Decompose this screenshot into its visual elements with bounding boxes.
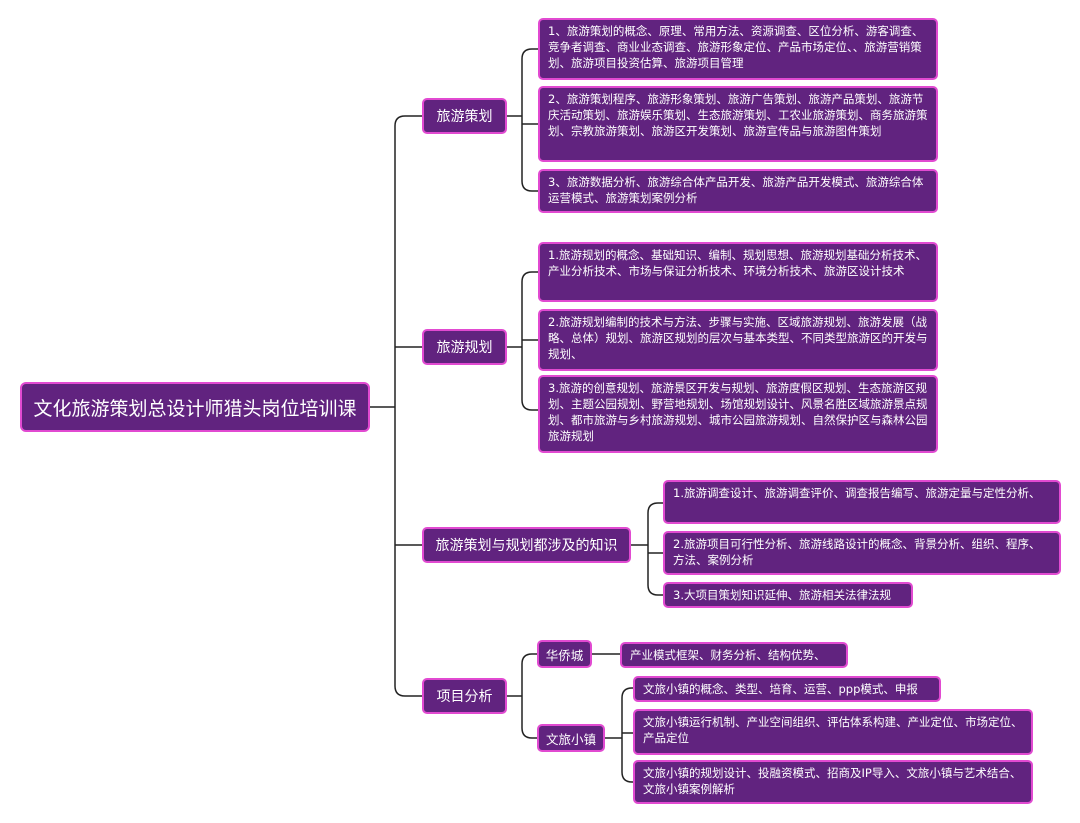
branch-shared-knowledge[interactable]: 旅游策划与规划都涉及的知识	[422, 527, 631, 563]
leaf-knowledge-1[interactable]: 1.旅游调查设计、旅游调查评价、调查报告编写、旅游定量与定性分析、	[663, 480, 1061, 524]
sub-overseas-chinese-town[interactable]: 华侨城	[537, 640, 592, 668]
leaf-programming-2[interactable]: 2.旅游规划编制的技术与方法、步骤与实施、区域旅游规划、旅游发展（战略、总体）规…	[538, 309, 938, 371]
connector-s2-bus	[621, 687, 633, 783]
branch-project-analysis[interactable]: 项目分析	[422, 678, 507, 714]
connector-b2-bus	[521, 271, 533, 411]
leaf-programming-1[interactable]: 1.旅游规划的概念、基础知识、编制、规划思想、旅游规划基础分析技术、产业分析技术…	[538, 242, 938, 302]
branch-tourism-planning[interactable]: 旅游策划	[422, 98, 507, 134]
sub-cultural-tourism-town[interactable]: 文旅小镇	[537, 724, 605, 752]
leaf-planning-3[interactable]: 3、旅游数据分析、旅游综合体产品开发、旅游产品开发模式、旅游综合体运营模式、旅游…	[538, 169, 938, 213]
leaf-planning-2[interactable]: 2、旅游策划程序、旅游形象策划、旅游广告策划、旅游产品策划、旅游节庆活动策划、旅…	[538, 86, 938, 162]
connector-b3-bus	[647, 502, 659, 596]
leaf-town-3[interactable]: 文旅小镇的规划设计、投融资模式、招商及IP导入、文旅小镇与艺术结合、文旅小镇案例…	[633, 760, 1033, 804]
branch-tourism-programming[interactable]: 旅游规划	[422, 329, 507, 365]
connector-b1-bus	[521, 48, 533, 192]
leaf-knowledge-2[interactable]: 2.旅游项目可行性分析、旅游线路设计的概念、背景分析、组织、程序、方法、案例分析	[663, 531, 1061, 575]
leaf-programming-3[interactable]: 3.旅游的创意规划、旅游景区开发与规划、旅游度假区规划、生态旅游区规划、主题公园…	[538, 375, 938, 453]
leaf-town-1[interactable]: 文旅小镇的概念、类型、培育、运营、ppp模式、申报	[633, 676, 941, 702]
leaf-octown-1[interactable]: 产业模式框架、财务分析、结构优势、	[620, 642, 848, 668]
connector-trunk	[394, 115, 406, 697]
leaf-town-2[interactable]: 文旅小镇运行机制、产业空间组织、评估体系构建、产业定位、市场定位、产品定位	[633, 709, 1033, 755]
leaf-knowledge-3[interactable]: 3.大项目策划知识延伸、旅游相关法律法规	[663, 582, 913, 608]
root-topic[interactable]: 文化旅游策划总设计师猎头岗位培训课	[20, 382, 370, 432]
leaf-planning-1[interactable]: 1、旅游策划的概念、原理、常用方法、资源调查、区位分析、游客调查、竞争者调查、商…	[538, 18, 938, 80]
connector-b4-bus	[521, 653, 533, 739]
